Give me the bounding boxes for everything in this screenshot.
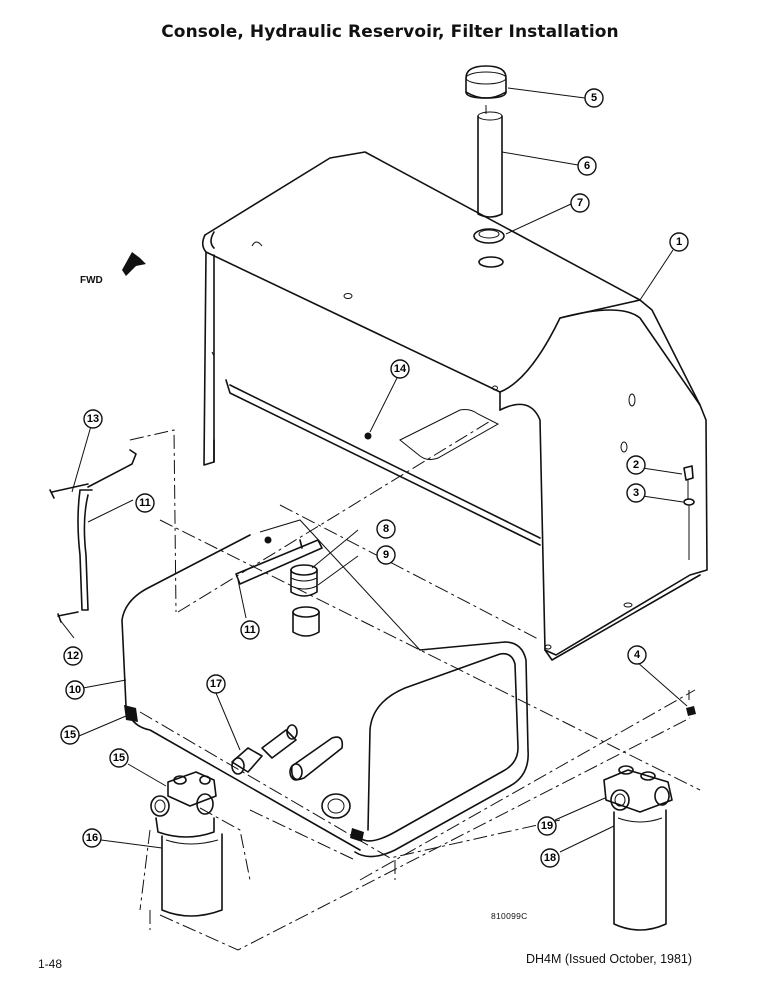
page-number: 1-48 <box>38 957 63 971</box>
callout-19: 18 <box>540 848 560 868</box>
filler-neck-ring <box>473 228 505 268</box>
callout-11-upper: 11 <box>135 493 155 513</box>
hose-stub <box>289 736 344 781</box>
breather-cap <box>465 65 507 99</box>
svg-text:17: 17 <box>210 678 222 690</box>
callout-2: 2 <box>626 455 646 475</box>
filter-head-16 <box>150 771 217 838</box>
svg-text:9: 9 <box>383 549 389 561</box>
callout-17: 16 <box>82 828 102 848</box>
grommet-8-9 <box>290 564 320 637</box>
forward-arrow-icon <box>122 252 146 276</box>
callout-12: 12 <box>63 646 83 666</box>
direction-label: FWD <box>80 275 103 286</box>
svg-text:13: 13 <box>87 413 99 425</box>
callout-6: 6 <box>577 156 597 176</box>
svg-text:16: 16 <box>86 832 98 844</box>
svg-text:14: 14 <box>394 363 407 375</box>
svg-text:12: 12 <box>67 650 79 662</box>
filter-head-20 <box>603 765 673 813</box>
svg-text:15: 15 <box>64 729 76 741</box>
filter-element-19 <box>613 809 667 931</box>
callout-11-lower: 11 <box>240 620 260 640</box>
svg-text:4: 4 <box>634 649 641 661</box>
svg-text:6: 6 <box>584 160 590 172</box>
leader-lines <box>59 87 688 853</box>
callout-7: 7 <box>570 193 590 213</box>
callout-3: 3 <box>626 483 646 503</box>
svg-text:3: 3 <box>633 487 639 499</box>
filter-element-17 <box>161 833 223 917</box>
callout-18: 17 <box>206 674 226 694</box>
svg-text:19: 19 <box>541 820 553 832</box>
callout-9: 9 <box>376 545 396 565</box>
callout-4: 4 <box>627 645 647 665</box>
page-title: Console, Hydraulic Reservoir, Filter Ins… <box>161 22 619 42</box>
svg-text:8: 8 <box>383 523 389 535</box>
bolt-washer-nut <box>683 465 696 716</box>
callout-14: 14 <box>390 359 410 379</box>
assembly-centerlines <box>129 419 701 951</box>
mounting-bracket <box>49 449 137 623</box>
callout-1: 1 <box>669 232 689 252</box>
callout-16: 15 <box>109 748 129 768</box>
svg-text:11: 11 <box>244 624 256 636</box>
filler-tube <box>477 105 503 218</box>
document-reference: DH4M (Issued October, 1981) <box>526 952 693 966</box>
callout-15: 15 <box>60 725 80 745</box>
svg-text:2: 2 <box>633 459 639 471</box>
svg-text:7: 7 <box>577 197 583 209</box>
svg-text:18: 18 <box>544 852 556 864</box>
hydraulic-reservoir <box>121 519 529 858</box>
figure-code: 810099C <box>491 911 528 921</box>
callout-5: 5 <box>584 88 604 108</box>
callout-20: 19 <box>537 816 557 836</box>
callout-8: 8 <box>376 519 396 539</box>
nut-14 <box>364 432 372 440</box>
svg-text:10: 10 <box>69 684 81 696</box>
callout-10: 10 <box>65 680 85 700</box>
strap-11-lower <box>235 539 323 585</box>
svg-text:5: 5 <box>591 92 597 104</box>
elbow-fitting-18 <box>231 724 298 775</box>
svg-text:1: 1 <box>676 236 682 248</box>
console-cover <box>201 151 708 661</box>
nut-upper <box>264 536 272 544</box>
svg-text:11: 11 <box>139 497 151 509</box>
svg-text:15: 15 <box>113 752 125 764</box>
callout-13: 13 <box>83 409 103 429</box>
